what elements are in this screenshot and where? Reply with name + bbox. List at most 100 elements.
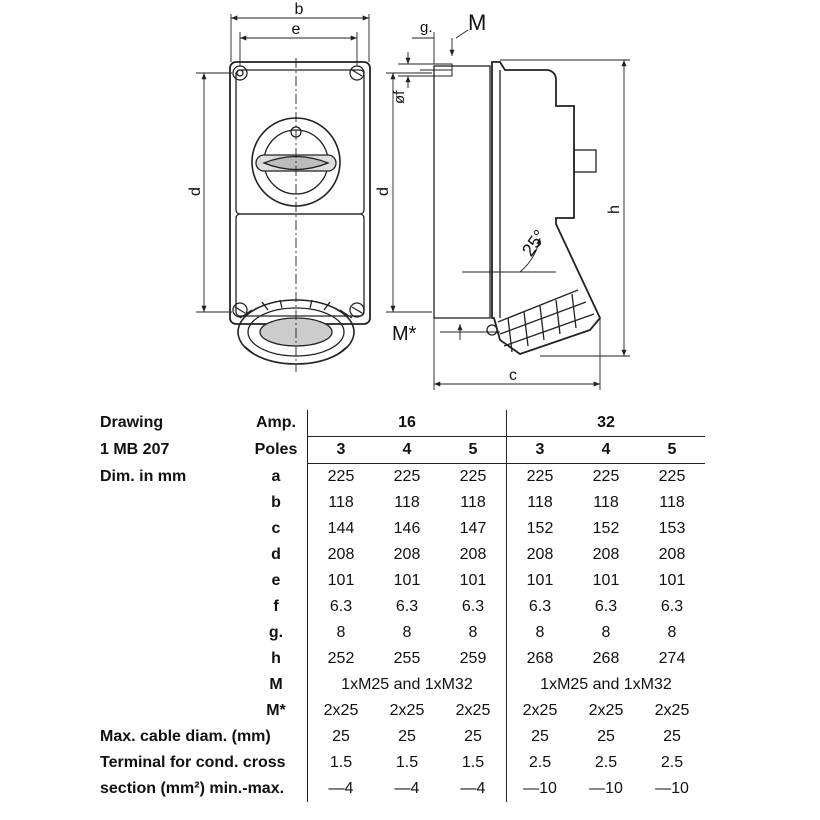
table-cell: 101 [393, 572, 421, 589]
table-cell: 118 [593, 494, 619, 511]
row-key: M* [266, 702, 286, 719]
table-cell: 2.5 [660, 754, 684, 771]
amp-32-header: 32 [506, 410, 705, 437]
row-key: a [271, 467, 281, 485]
table-cell: 259 [459, 650, 487, 667]
table-cell: 147 [459, 520, 487, 537]
table-cell: 118 [307, 490, 374, 516]
table-cell: 152 [506, 516, 573, 542]
dim-label-e: e [292, 21, 301, 38]
table-cell: 225 [374, 463, 440, 490]
table-cell: 118 [659, 494, 685, 511]
table-cell: 101 [506, 568, 573, 594]
table-cell: 8 [307, 620, 374, 646]
table-cell: 2x25 [389, 702, 425, 719]
table-cell: 208 [506, 542, 573, 568]
table-cell: 1xM25 and 1xM32 [307, 672, 507, 698]
table-cell: 208 [393, 546, 421, 563]
dim-label-d-right: d [375, 187, 392, 196]
table-cell: 225 [639, 463, 705, 490]
dim-label-c: c [509, 367, 517, 384]
row-key: g. [268, 624, 284, 641]
side-view [386, 29, 630, 390]
table-cell: 2x25 [654, 702, 690, 719]
table-cell: 1.5 [461, 754, 485, 771]
table-cell: 208 [459, 546, 487, 563]
table-cell: 153 [658, 520, 686, 537]
screw-icon [232, 65, 365, 318]
pole-header: 4 [573, 436, 639, 464]
amp-label: Amp. [256, 414, 296, 432]
table-cell: 101 [592, 572, 620, 589]
table-cell: —4 [394, 780, 420, 797]
table-cell: 6.3 [506, 594, 573, 620]
pole-header: 3 [506, 436, 573, 464]
dim-label-d-left: d [187, 187, 204, 196]
row-label: section (mm²) min.-max. [100, 780, 285, 797]
table-cell: 268 [592, 650, 620, 667]
table-cell: 25 [663, 728, 681, 745]
table-row: b 118 118 118 118 118 118 [100, 490, 705, 516]
table-cell: 118 [506, 490, 573, 516]
table-row: 1 MB 207 Poles 3 4 5 3 4 5 [100, 436, 705, 464]
amp-16-header: 16 [307, 410, 507, 437]
dim-label-h: h [606, 205, 623, 214]
pole-header: 3 [307, 436, 374, 464]
table-cell: 25 [506, 724, 573, 750]
table-cell: 6.3 [307, 594, 374, 620]
table-cell: 208 [592, 546, 620, 563]
row-key: M [269, 676, 283, 693]
table-cell: 101 [658, 572, 686, 589]
socket-side-icon [486, 289, 595, 353]
row-key: b [271, 494, 281, 511]
table-row: Terminal for cond. cross 1.5 1.5 1.5 2.5… [100, 750, 705, 776]
table-cell: 252 [307, 646, 374, 672]
table-cell: 101 [307, 568, 374, 594]
table-cell: 144 [307, 516, 374, 542]
drawing-label: Drawing [100, 414, 164, 432]
table-cell: 225 [440, 463, 507, 490]
table-cell: —10 [589, 780, 623, 797]
table-cell: 1xM25 and 1xM32 [506, 672, 705, 698]
poles-label: Poles [254, 441, 298, 458]
table-cell: 8 [468, 624, 478, 641]
table-cell: 208 [658, 546, 686, 563]
dim-label-phi-f: øf [391, 90, 408, 104]
row-key: e [271, 572, 281, 589]
table-cell: 6.3 [594, 598, 618, 615]
row-label: Max. cable diam. (mm) [100, 728, 271, 745]
dim-label-b: b [295, 1, 304, 18]
drawing-number: 1 MB 207 [100, 441, 170, 458]
table-cell: 2.5 [506, 750, 573, 776]
table-cell: 118 [460, 494, 486, 511]
table-cell: 1.5 [395, 754, 419, 771]
table-cell: 146 [393, 520, 421, 537]
angle-label: 25° [518, 226, 550, 260]
front-view [196, 14, 371, 372]
table-cell: 25 [398, 728, 416, 745]
table-cell: 268 [506, 646, 573, 672]
table-cell: 25 [307, 724, 374, 750]
table-cell: 2x25 [307, 698, 374, 724]
table-cell: 118 [394, 494, 420, 511]
dim-label-M-star: M* [392, 323, 417, 345]
table-cell: 2x25 [455, 702, 491, 719]
table-cell: 8 [402, 624, 412, 641]
table-cell: 1.5 [307, 750, 374, 776]
row-key: d [271, 546, 281, 563]
dimension-table: Drawing Amp. 16 32 1 MB 207 Poles 3 4 5 … [100, 410, 705, 802]
table-cell: 2.5 [594, 754, 618, 771]
dim-unit-label: Dim. in mm [100, 467, 187, 485]
table-row: M 1xM25 and 1xM32 1xM25 and 1xM32 [100, 672, 705, 698]
table-cell: 152 [592, 520, 620, 537]
technical-drawing: b e g. M øf d d h 25° M* c [187, 1, 630, 390]
table-cell: —10 [655, 780, 689, 797]
pole-header: 5 [639, 436, 705, 464]
row-key: h [271, 650, 281, 667]
row-label: Terminal for cond. cross [100, 754, 286, 771]
